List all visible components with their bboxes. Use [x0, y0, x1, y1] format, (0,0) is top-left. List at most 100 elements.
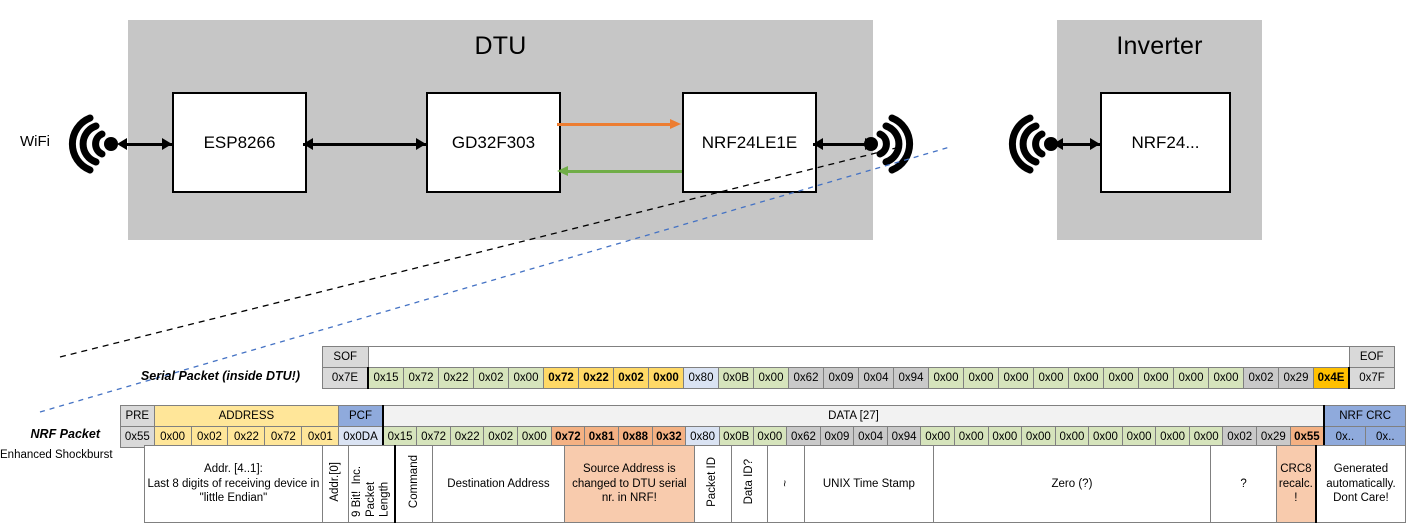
nrf-address-byte-4: 0x01: [301, 426, 340, 448]
nrf-crc-byte-0: 0x..: [1323, 426, 1366, 448]
inverter-arrow-right-icon: [1090, 138, 1100, 150]
nrf-byte-18: 0x00: [987, 426, 1023, 448]
nrf-byte-24: 0x00: [1188, 426, 1224, 448]
serial-byte-1: 0x72: [403, 367, 439, 389]
serial-byte-14: 0x04: [858, 367, 894, 389]
desc-crc-auto: Generated automatically.Dont Care!: [1314, 445, 1406, 523]
rx-arrow-icon: [557, 166, 568, 176]
wifi-antenna-icon: [68, 114, 118, 174]
nrf-address-byte-2: 0x22: [227, 426, 266, 448]
nrf-packet-label: NRF Packet: [0, 427, 100, 441]
serial-byte-11: 0x00: [753, 367, 789, 389]
nrf-packet-label-text: NRF Packet: [30, 427, 100, 441]
esp-gd32-arrow-right-icon: [416, 138, 426, 150]
nrf-pre-value: 0x55: [120, 426, 155, 448]
nrf-byte-8: 0x32: [651, 426, 687, 448]
rx-line: [567, 170, 682, 173]
inverter-title: Inverter: [1116, 32, 1203, 60]
chip-esp8266-label: ESP8266: [203, 132, 276, 152]
serial-byte-16: 0x00: [928, 367, 964, 389]
desc-zero: Zero (?): [932, 445, 1212, 523]
block-diagram: DTU Inverter ESP8266 GD32F303 NRF24LE1E …: [20, 20, 1262, 240]
wifi-link-line: [120, 143, 172, 146]
nrf-byte-15: 0x94: [886, 426, 922, 448]
serial-byte-0: 0x15: [367, 367, 404, 389]
wifi-label-text: WiFi: [20, 133, 50, 150]
serial-byte-5: 0x72: [543, 367, 579, 389]
chip-nrf24-label: NRF24...: [1131, 132, 1200, 152]
nrf-antenna-arrow-left-icon: [813, 138, 823, 150]
desc-unix: UNIX Time Stamp: [803, 445, 934, 523]
desc-pcf: 9 Bit! Inc. Packet Length: [348, 445, 396, 523]
chip-nrf24le1e-label: NRF24LE1E: [701, 132, 798, 152]
nrf-byte-23: 0x00: [1155, 426, 1190, 448]
chip-esp8266: ESP8266: [172, 92, 307, 193]
nrf-pre-header: PRE: [120, 405, 155, 427]
serial-byte-3: 0x02: [473, 367, 509, 389]
serial-byte-10: 0x0B: [718, 367, 754, 389]
desc-question: ?: [1210, 445, 1277, 523]
serial-byte-12: 0x62: [788, 367, 824, 389]
serial-byte-27: 0x4E: [1313, 367, 1350, 389]
serial-byte-26: 0x29: [1278, 367, 1314, 389]
serial-byte-18: 0x00: [998, 367, 1034, 389]
serial-packet-label-text: Serial Packet (inside DTU!): [140, 369, 300, 383]
serial-packet-label: Serial Packet (inside DTU!): [0, 369, 300, 383]
serial-sof-value: 0x7E: [322, 367, 369, 389]
esp-gd32-arrow-left-icon: [303, 138, 313, 150]
serial-byte-19: 0x00: [1033, 367, 1069, 389]
tx-arrow-icon: [670, 119, 681, 129]
dtu-radio-antenna-icon: [864, 114, 914, 174]
serial-byte-13: 0x09: [823, 367, 859, 389]
serial-byte-8: 0x00: [648, 367, 684, 389]
nrf-byte-0: 0x15: [381, 426, 418, 448]
desc-destination: Destination Address: [432, 445, 565, 523]
serial-byte-9: 0x80: [683, 367, 719, 389]
desc-command: Command: [394, 445, 434, 523]
desc-addr0: Addr.[0]: [321, 445, 350, 523]
nrf-byte-6: 0x81: [584, 426, 619, 448]
nrf-address-header: ADDRESS: [153, 405, 340, 427]
nrf-byte-17: 0x00: [953, 426, 989, 448]
desc-packet-id: Packet ID: [693, 445, 732, 523]
dtu-title: DTU: [474, 32, 527, 60]
esp-gd32-line: [303, 143, 426, 146]
nrf-byte-26: 0x29: [1256, 426, 1291, 448]
wifi-arrow-left-icon: [117, 138, 127, 150]
serial-header-spacer: [367, 346, 1350, 368]
serial-eof-header: EOF: [1348, 346, 1395, 368]
nrf-byte-3: 0x02: [483, 426, 518, 448]
nrf-data-header: DATA [27]: [381, 405, 1325, 427]
desc-address: Addr. [4..1]:Last 8 digits of receiving …: [144, 445, 323, 523]
desc-source: Source Address is changed to DTU serial …: [563, 445, 695, 523]
serial-byte-22: 0x00: [1138, 367, 1174, 389]
serial-byte-23: 0x00: [1173, 367, 1209, 389]
nrf-packet-sublabel: Enhanced Shockburst: [0, 449, 113, 461]
nrf-byte-16: 0x00: [920, 426, 955, 448]
serial-byte-6: 0x22: [578, 367, 614, 389]
nrf-crc-header: NRF CRC: [1323, 405, 1406, 427]
nrf-byte-19: 0x00: [1021, 426, 1056, 448]
serial-byte-15: 0x94: [893, 367, 929, 389]
serial-byte-20: 0x00: [1068, 367, 1104, 389]
chip-gd32f303: GD32F303: [426, 92, 561, 193]
nrf-pcf-header: PCF: [338, 405, 384, 427]
inverter-arrow-left-icon: [1053, 138, 1063, 150]
nrf-antenna-line: [813, 143, 875, 146]
serial-byte-7: 0x02: [613, 367, 649, 389]
nrf-crc-byte-1: 0x..: [1364, 426, 1406, 448]
nrf-packet-sublabel-text: Enhanced Shockburst: [0, 449, 113, 461]
nrf-address-byte-1: 0x02: [190, 426, 229, 448]
desc-data-id: Data ID?: [730, 445, 769, 523]
wifi-label: WiFi: [20, 133, 50, 150]
nrf-byte-25: 0x02: [1222, 426, 1258, 448]
nrf-byte-27: 0x55: [1289, 426, 1325, 448]
nrf-pcf-value: 0x0DA: [338, 426, 384, 448]
serial-byte-17: 0x00: [963, 367, 999, 389]
